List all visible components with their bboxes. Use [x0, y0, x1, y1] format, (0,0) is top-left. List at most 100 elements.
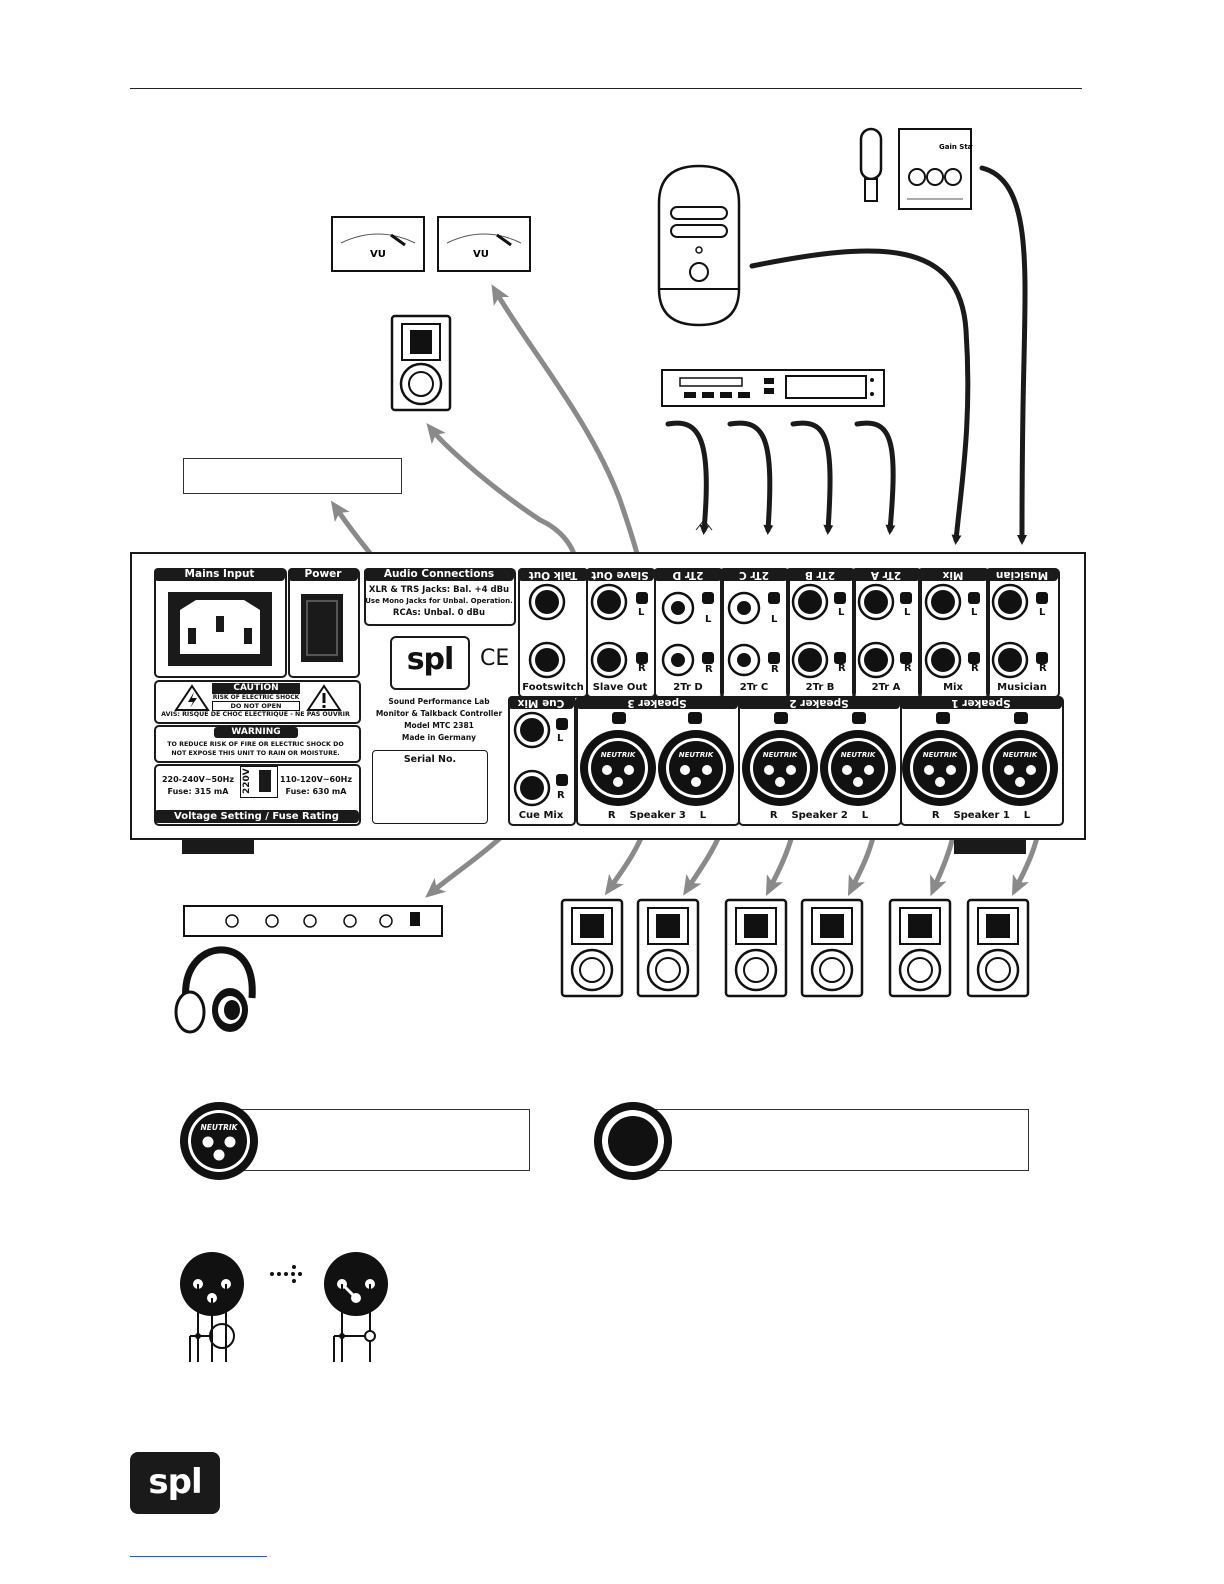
musician-ch-r: R — [1039, 663, 1047, 674]
speaker2-l-monitor-icon — [800, 898, 864, 998]
2tr-d-l-rca[interactable] — [661, 591, 695, 625]
speaker1-r-monitor-icon — [888, 898, 952, 998]
speaker3-l-xlr[interactable]: NEUTRIK — [658, 730, 734, 806]
speaker3-l-monitor-icon — [636, 898, 700, 998]
xlr-connector-icon: NEUTRIK — [180, 1102, 258, 1180]
mix-ch-l: L — [971, 607, 978, 618]
warning-line2: NOT EXPOSE THIS UNIT TO RAIN OR MOISTURE… — [171, 750, 340, 757]
xlr-pinout-balanced — [180, 1252, 244, 1362]
footswitch-callout-box — [183, 458, 402, 494]
speaker3-header: Speaker 3 — [576, 696, 738, 709]
voltage-setting-title: Voltage Setting / Fuse Rating — [154, 810, 359, 823]
warning-line1: TO REDUCE RISK OF FIRE OR ELECTRIC SHOCK… — [167, 741, 344, 748]
speaker1-r-xlr[interactable]: NEUTRIK — [902, 730, 978, 806]
cue-mix-ch-r: R — [557, 790, 565, 801]
2tr-d-r-rca[interactable] — [661, 643, 695, 677]
panel-foot-left — [182, 838, 254, 854]
slave-out-r-jack[interactable] — [590, 641, 628, 679]
electric-shock-warning-icon — [174, 684, 210, 711]
speaker1-header: Speaker 1 — [900, 696, 1062, 709]
2tr-c-r-rca[interactable] — [727, 643, 761, 677]
iec-power-socket[interactable] — [166, 590, 274, 668]
audio-line1: XLR & TRS Jacks: Bal. +4 dBu — [368, 585, 510, 595]
serial-label: Serial No. — [403, 754, 457, 765]
headphones-icon — [174, 946, 256, 1034]
voltage-selector[interactable]: 220V — [240, 766, 278, 798]
mix-r-jack[interactable] — [924, 641, 962, 679]
speaker3-r-monitor-icon — [560, 898, 624, 998]
warning-section — [154, 725, 361, 763]
ce-mark: CE — [480, 646, 510, 671]
exclamation-warning-icon — [306, 684, 342, 711]
spl-logo-panel: spl — [390, 636, 470, 690]
vu-label-left: VU — [370, 249, 386, 260]
model-number: Model MTC 2381 — [404, 721, 474, 730]
voltage-right-2: Fuse: 630 mA — [285, 787, 347, 796]
panel-foot-right — [954, 838, 1026, 854]
top-rule — [130, 88, 1082, 89]
trs-legend-box — [634, 1109, 1029, 1171]
arrow-2tr-a — [854, 420, 896, 535]
cue-mix-l-jack[interactable] — [513, 711, 551, 749]
xlr-wiring-diagram — [180, 1252, 388, 1362]
arrow-2tr-b — [790, 420, 834, 535]
footer-logo-text: spl — [148, 1462, 202, 1502]
power-switch[interactable] — [301, 594, 343, 662]
mix-ch-r: R — [971, 663, 979, 674]
mix-l-jack[interactable] — [924, 583, 962, 621]
product-name: Monitor & Talkback Controller — [375, 709, 503, 718]
gain-station-icon: Gain Station — [898, 128, 973, 210]
company-name: Sound Performance Lab — [388, 697, 490, 706]
cue-mix-ch-l: L — [557, 733, 564, 744]
speaker2-r-xlr[interactable]: NEUTRIK — [742, 730, 818, 806]
vu-label-right: VU — [473, 249, 489, 260]
speaker1-l-xlr[interactable]: NEUTRIK — [982, 730, 1058, 806]
2tr-c-ch-r: R — [771, 664, 779, 675]
voltage-left-2: Fuse: 315 mA — [167, 787, 229, 796]
arrow-2tr-d — [665, 420, 710, 535]
audio-line3: RCAs: Unbal. 0 dBu — [392, 608, 486, 618]
musician-ch-l: L — [1039, 607, 1046, 618]
footswitch-jack[interactable] — [528, 641, 566, 679]
2tr-a-r-jack[interactable] — [857, 641, 895, 679]
cue-mix-label: Cue Mix — [518, 810, 564, 821]
slave-out-ch-l: L — [638, 607, 645, 618]
slave-out-label: Slave Out — [592, 682, 648, 693]
speaker3-r-xlr[interactable]: NEUTRIK — [580, 730, 656, 806]
caution-french: AVIS: RISQUE DE CHOC ÉLECTRIQUE - NE PAS… — [161, 711, 350, 718]
cue-mix-header: Cue Mix — [508, 696, 574, 709]
audio-connections-title: Audio Connections — [364, 568, 514, 581]
musician-r-jack[interactable] — [991, 641, 1029, 679]
2tr-b-label: 2Tr B — [805, 682, 835, 693]
top-row-jacks — [528, 583, 1048, 679]
headphone-amp-icon — [183, 905, 443, 937]
bottom-row-jacks: NEUTRIK NEUTRIK NEUTRIK NEUTRIK NEUTRIK … — [513, 711, 1058, 807]
caution-line1: RISK OF ELECTRIC SHOCK — [212, 694, 300, 701]
neutrik-label: NEUTRIK — [601, 751, 636, 759]
voltage-section — [154, 764, 361, 826]
musician-l-jack[interactable] — [991, 583, 1029, 621]
2tr-a-label: 2Tr A — [871, 682, 901, 693]
cue-mix-r-jack[interactable] — [513, 769, 551, 807]
trs-jack-icon — [594, 1102, 672, 1180]
2tr-d-label: 2Tr D — [673, 682, 703, 693]
neutrik-label: NEUTRIK — [841, 751, 876, 759]
2tr-c-l-rca[interactable] — [727, 591, 761, 625]
slave-out-l-jack[interactable] — [590, 583, 628, 621]
speaker2-header: Speaker 2 — [738, 696, 900, 709]
neutrik-label: NEUTRIK — [1003, 751, 1038, 759]
2tr-b-l-jack[interactable] — [791, 583, 829, 621]
dotted-arrow-icon — [270, 1265, 302, 1283]
speaker2-l-xlr[interactable]: NEUTRIK — [820, 730, 896, 806]
microphone-icon — [859, 127, 883, 202]
caution-title: CAUTION — [212, 683, 300, 694]
2tr-c-ch-l: L — [771, 614, 778, 625]
talk-out-jack[interactable] — [528, 583, 566, 621]
neutrik-label: NEUTRIK — [923, 751, 958, 759]
2tr-a-l-jack[interactable] — [857, 583, 895, 621]
vu-meter-right: VU — [437, 216, 531, 272]
2tr-a-ch-r: R — [904, 663, 912, 674]
xlr-pinout-unbalanced — [324, 1252, 388, 1362]
monitor-speakers — [560, 898, 1030, 998]
2tr-b-r-jack[interactable] — [791, 641, 829, 679]
